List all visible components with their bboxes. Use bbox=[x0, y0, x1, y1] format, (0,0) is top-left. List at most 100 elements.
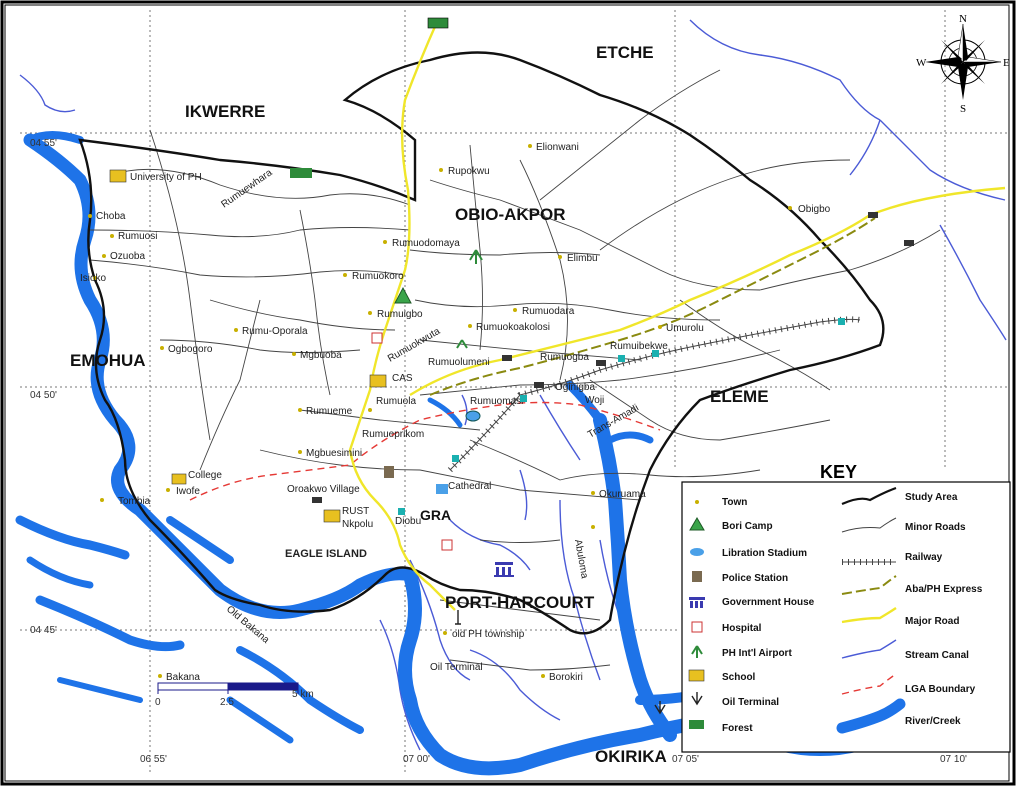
airport-icon bbox=[691, 645, 703, 658]
study-area-line-icon bbox=[841, 486, 897, 506]
compass-n: N bbox=[959, 13, 967, 25]
place-obigbo: Obigbo bbox=[798, 204, 831, 215]
key-label-government-house: Government House bbox=[722, 597, 815, 608]
police-station-icon bbox=[692, 571, 702, 582]
key-label-minor-roads: Minor Roads bbox=[905, 522, 966, 533]
key-label-river-creek: River/Creek bbox=[905, 716, 961, 727]
school-icon bbox=[369, 374, 387, 388]
place-rumu-oporala: Rumu-Oporala bbox=[242, 326, 308, 337]
compass-w: W bbox=[916, 57, 927, 69]
police-station-icon bbox=[384, 466, 394, 478]
region-ikwerre: IKWERRE bbox=[185, 102, 265, 121]
place-rumuosi: Rumuosi bbox=[118, 231, 157, 242]
place-diobu: Diobu bbox=[395, 516, 421, 527]
hospital-icon bbox=[371, 332, 383, 344]
place-cas: CAS bbox=[392, 373, 413, 384]
place-ogbogoro: Ogbogoro bbox=[168, 344, 213, 355]
place-cathedral: Cathedral bbox=[448, 481, 491, 492]
lga-boundary-line bbox=[189, 401, 661, 501]
compass-s: S bbox=[960, 103, 966, 115]
key-label-expressway: Aba/PH Express bbox=[905, 584, 983, 595]
school-icon bbox=[688, 669, 705, 682]
place-woji: Woji bbox=[585, 395, 604, 406]
place-oginigba: Oginigba bbox=[555, 382, 595, 393]
airport-icon bbox=[456, 339, 468, 349]
town-dots bbox=[88, 144, 792, 678]
coord-lon-0655: 06 55' bbox=[140, 754, 167, 765]
compass-rose-icon bbox=[925, 23, 1002, 100]
forest-icon bbox=[689, 720, 704, 729]
place-oroakwo-village: Oroakwo Village bbox=[287, 484, 360, 495]
place-college: College bbox=[188, 470, 222, 481]
oil-terminal-icon bbox=[654, 701, 666, 715]
place-rumuokoakolosi: Rumuokoakolosi bbox=[476, 322, 550, 333]
place-rumuogba: Rumuogba bbox=[540, 352, 589, 363]
place-rumuomasi: Rumuomasi bbox=[470, 396, 523, 407]
place-rumuodara: Rumuodara bbox=[522, 306, 575, 317]
coord-lat-0450: 04 50' bbox=[30, 390, 57, 401]
place-rupokwu: Rupokwu bbox=[448, 166, 490, 177]
stadium-icon bbox=[690, 548, 704, 556]
region-emohua: EMOHUA bbox=[70, 351, 146, 370]
region-eleme: ELEME bbox=[710, 387, 769, 406]
key-label-study-area: Study Area bbox=[905, 492, 958, 503]
forest-icon bbox=[427, 17, 449, 29]
school-icon bbox=[323, 509, 341, 523]
place-rumuodomaya: Rumuodomaya bbox=[392, 238, 460, 249]
place-umurolu: Umurolu bbox=[666, 323, 704, 334]
place-elimbu: Elimbu bbox=[567, 253, 598, 264]
place-rumuola: Rumuola bbox=[376, 396, 416, 407]
town-dot-icon bbox=[695, 500, 699, 504]
place-elionwani: Elionwani bbox=[536, 142, 579, 153]
key-label-forest: Forest bbox=[722, 723, 753, 734]
vehicle-markers bbox=[312, 212, 914, 503]
place-borokiri: Borokiri bbox=[549, 672, 583, 683]
region-okirika: OKIRIKA bbox=[595, 747, 667, 766]
place-mgbuoba: Mgbuoba bbox=[300, 350, 342, 361]
rail-stations bbox=[398, 318, 845, 515]
key-label-oil-terminal: Oil Terminal bbox=[722, 697, 779, 708]
place-iwofe: Iwofe bbox=[176, 486, 200, 497]
region-etche: ETCHE bbox=[596, 43, 654, 62]
government-house-icon bbox=[494, 562, 514, 577]
oil-terminal-icon bbox=[691, 692, 703, 706]
key-label-hospital: Hospital bbox=[722, 623, 762, 634]
coord-lon-0700: 07 00' bbox=[403, 754, 430, 765]
key-box bbox=[681, 481, 1011, 753]
scale-tick-0: 0 bbox=[155, 697, 161, 708]
place-mgbuesimini: Mgbuesimini bbox=[306, 448, 362, 459]
place-university: University of PH bbox=[130, 172, 202, 183]
scale-bar bbox=[157, 682, 299, 694]
key-title: KEY bbox=[820, 462, 857, 482]
place-tombia: Tombia bbox=[118, 496, 151, 507]
minor-roads bbox=[89, 69, 941, 671]
region-eagle-island: EAGLE ISLAND bbox=[285, 548, 367, 560]
school-icon bbox=[171, 473, 187, 485]
place-isiokpo: Isioko bbox=[80, 273, 107, 284]
place-old-ph-township: old PH township bbox=[452, 629, 525, 640]
place-rumuokoro: Rumuokoro bbox=[352, 271, 404, 282]
aba-ph-expressway bbox=[429, 217, 876, 396]
key-label-railway: Railway bbox=[905, 552, 943, 563]
place-rumueme: Rumueme bbox=[306, 406, 353, 417]
forest-icon bbox=[290, 168, 312, 178]
school-icon bbox=[109, 169, 127, 183]
key-label-stadium: Libration Stadium bbox=[722, 548, 807, 559]
scale-tick-2-5: 2.5 bbox=[220, 697, 234, 708]
place-choba: Choba bbox=[96, 211, 126, 222]
key-label-bori-camp: Bori Camp bbox=[722, 521, 773, 532]
railway-line bbox=[447, 316, 861, 473]
coord-lat-0455: 04 55' bbox=[30, 138, 57, 149]
river-creek-icon bbox=[836, 698, 906, 734]
key-label-stream-canal: Stream Canal bbox=[905, 650, 969, 661]
key-label-major-road: Major Road bbox=[905, 616, 959, 627]
compass-e: E bbox=[1003, 57, 1010, 69]
hospital-icon bbox=[441, 539, 453, 551]
minor-road-line-icon bbox=[841, 517, 897, 533]
bori-camp-icon bbox=[689, 517, 705, 531]
region-port-harcourt: PORT-HARCOURT bbox=[445, 593, 595, 612]
region-obio-akpor: OBIO-AKPOR bbox=[455, 205, 566, 224]
streams bbox=[19, 19, 1007, 751]
study-area-boundary bbox=[78, 51, 885, 635]
